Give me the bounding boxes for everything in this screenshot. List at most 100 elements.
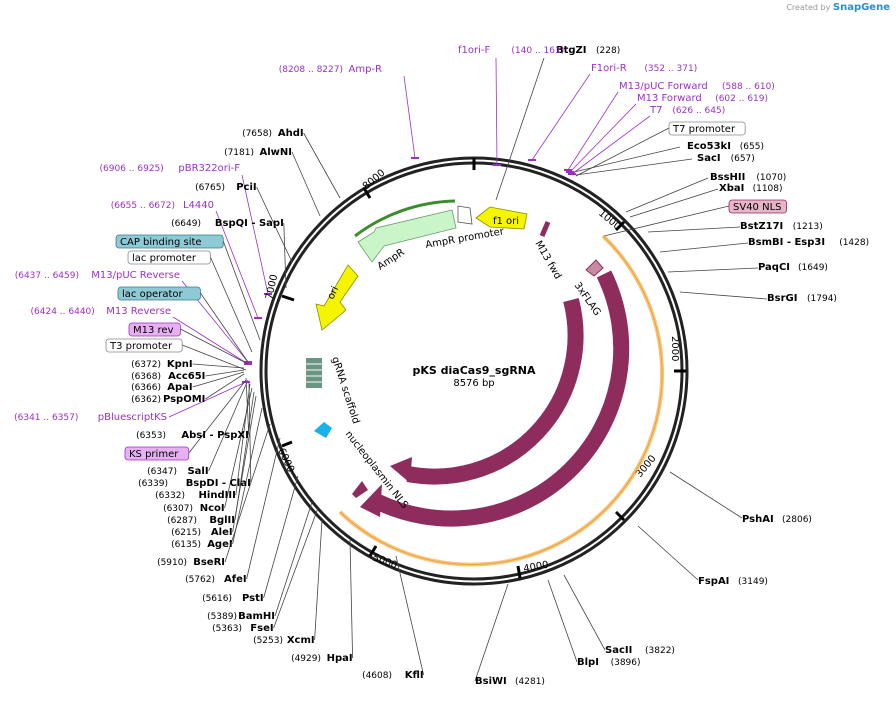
nucleoplasmin-nls-arrow: [314, 422, 332, 438]
enzyme-pos-kpni: (6372): [131, 360, 161, 370]
enzyme-leader-btgzi: [495, 57, 545, 201]
enzyme-leader-acc65i: [205, 369, 245, 377]
feature-box-t3-promoter: [105, 338, 183, 353]
tick-label-6000: 6000: [275, 447, 296, 475]
enzyme-ncoi: NcoI: [200, 503, 225, 514]
enzyme-bglii: BglII: [209, 515, 235, 526]
enzyme-pos-sali: (6347): [147, 467, 177, 477]
enzyme-leader-hindiii: [235, 383, 251, 496]
feature-leader-lac-promoter: [210, 256, 253, 353]
enzyme-alwni: AlwNI: [260, 147, 293, 158]
enzyme-pos-bsiwi: (4281): [515, 677, 545, 687]
primer-m13-forward: M13 Forward: [637, 93, 702, 104]
enzyme-leader-bseri: [224, 423, 271, 563]
primer-m13-puc-reverse: M13/pUC Reverse: [91, 270, 180, 281]
enzyme-xbai: XbaI: [719, 183, 744, 194]
primer-amp-r: Amp-R: [349, 64, 383, 75]
enzyme-pspomi: PspOMI: [163, 394, 205, 405]
f1-ori-label: f1 ori: [493, 216, 519, 227]
enzyme-pos-bspdi: (6339): [138, 479, 168, 489]
feature-leader-cap-binding-site: [222, 240, 261, 341]
m13-fwd-marker: [539, 221, 551, 237]
primer-leader-amp-r: [403, 75, 416, 159]
enzyme-pos-bglii: (6287): [167, 516, 197, 526]
enzyme-leader-sali: [208, 379, 249, 472]
f1-ori-arrow: [475, 206, 528, 230]
tick-mark: [281, 440, 293, 448]
primer-pos-pbr322ori-f: (6906 .. 6925): [100, 164, 164, 174]
tick-mark: [368, 545, 378, 557]
primer-leader-pbr322ori-f: [241, 174, 269, 295]
enzyme-pos-fspai: (3149): [738, 577, 768, 587]
enzyme-absi: AbsI - PspXI: [181, 430, 248, 441]
feature-m13-rev: M13 rev: [133, 325, 174, 336]
cas9-inner-arrowhead: [390, 457, 412, 483]
enzyme-pos-hindiii: (6332): [155, 491, 185, 501]
primer-leader-m13-puc-forward: [567, 91, 619, 171]
enzyme-eco53ki: Eco53kI: [687, 141, 731, 152]
ampr-promoter-arrow: [457, 205, 473, 225]
tick-label-2000: 2000: [669, 336, 680, 361]
feature-leader-lac-operator: [200, 292, 249, 363]
enzyme-leader-kfli: [395, 555, 424, 676]
primer-leader-m13-forward: [569, 103, 637, 173]
enzyme-kpni: KpnI: [167, 359, 193, 370]
feature-box-ks-primer: [124, 446, 190, 461]
enzyme-leader-pspomi: [205, 373, 245, 400]
enzyme-leader-bamhi: [274, 501, 313, 617]
feature-leader-ks-primer: [188, 379, 247, 454]
primer-l4440: L4440: [183, 200, 214, 211]
feature-box-cap-binding-site: [115, 234, 224, 249]
primer-pbluescriptks: pBluescriptKS: [98, 412, 167, 423]
primer-pos-m13-reverse: (6424 .. 6440): [31, 307, 95, 317]
enzyme-pos-psti: (5616): [202, 594, 232, 604]
feature-box-t7-promoter: [668, 121, 746, 136]
feature-leader-sv40-nls: [603, 205, 730, 237]
feature-leader-t7-promoter: [575, 127, 670, 177]
cas9-inner-arc: [406, 297, 584, 485]
primer-pos-amp-r: (8208 .. 8227): [279, 65, 343, 75]
enzyme-leader-bsiwi: [474, 583, 509, 682]
enzyme-leader-xbai: [629, 188, 719, 218]
enzyme-pos-kfli: (4608): [362, 671, 392, 681]
enzyme-bamhi: BamHI: [238, 611, 275, 622]
enzyme-pos-absi: (6353): [136, 431, 166, 441]
enzyme-fspai: FspAI: [698, 576, 729, 587]
feature-lac-operator: lac operator: [122, 289, 183, 300]
primer-leader-l4440: [215, 210, 259, 319]
enzyme-afei: AfeI: [224, 574, 247, 585]
enzyme-xcmi: XcmI: [287, 635, 315, 646]
enzyme-saci: SacI: [697, 153, 721, 164]
enzyme-bseri: BseRI: [193, 557, 225, 568]
tick-label-5000: 5000: [371, 552, 399, 571]
enzyme-pos-xbai: (1108): [753, 184, 783, 194]
enzyme-leader-pshai: [669, 471, 743, 519]
enzyme-leader-fsei: [273, 507, 319, 629]
primer-pos-m13-forward: (602 .. 619): [715, 94, 768, 104]
ori-arrow: [315, 264, 359, 331]
primer-pos-m13-puc-forward: (588 .. 610): [722, 82, 775, 92]
enzyme-pos-fsei: (5363): [212, 624, 242, 634]
grna-stripes: [306, 363, 322, 383]
green-arc: [354, 199, 456, 238]
enzyme-alei: AleI: [211, 527, 233, 538]
enzyme-leader-pcii: [256, 186, 293, 263]
ampr-arrow: [357, 209, 457, 263]
tick-mark: [516, 565, 522, 579]
enzyme-pos-acc65i: (6368): [131, 372, 161, 382]
plasmid-length: 8576 bp: [453, 378, 494, 389]
enzyme-bspdi: BspDI - ClaI: [186, 478, 251, 489]
enzyme-leader-bsrgi: [679, 291, 768, 300]
enzyme-leader-ahdi: [303, 132, 341, 199]
site-labels: BtgZI(228)Eco53kI(655)SacI(657)BssHII(10…: [14, 45, 869, 687]
enzyme-pos-ahdi: (7658): [242, 129, 272, 139]
enzyme-pos-hpai: (4929): [291, 654, 321, 664]
enzyme-bsrgi: BsrGI: [767, 293, 797, 304]
enzyme-leader-bsmbi: [659, 242, 749, 253]
primer-leader-t7: [571, 115, 651, 175]
primer-leader-f1ori-r: [531, 73, 591, 161]
plasmid-name: pKS diaCas9_sgRNA: [412, 364, 536, 377]
enzyme-leader-apai: [192, 371, 245, 388]
enzyme-leader-sacii: [563, 574, 606, 651]
enzyme-hpai: HpaI: [327, 653, 353, 664]
